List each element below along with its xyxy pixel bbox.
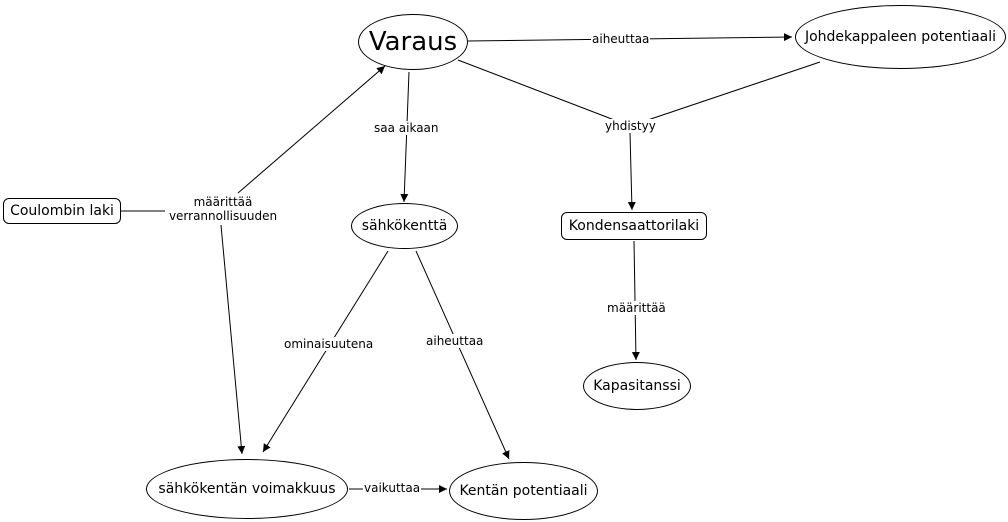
- node-sahkokentta-label: sähkökenttä: [361, 218, 448, 234]
- link-label-ominaisuutena: ominaisuutena: [283, 337, 375, 351]
- edge-varaus-sahkokentta: [400, 71, 410, 203]
- node-kentan-potentiaali-label: Kentän potentiaali: [459, 483, 588, 499]
- node-kondensaattorilaki-label: Kondensaattorilaki: [568, 218, 700, 234]
- node-varaus[interactable]: Varaus: [358, 14, 468, 70]
- link-label-aiheuttaa-mid: aiheuttaa: [425, 334, 485, 348]
- link-label-maarittaa-right: määrittää: [606, 301, 667, 315]
- node-kapasitanssi-label: Kapasitanssi: [593, 378, 681, 394]
- edge-yhdistyy-kondensaattorilaki: [627, 132, 636, 211]
- node-sahkokentta[interactable]: sähkökenttä: [351, 203, 458, 249]
- link-label-saa-aikaan: saa aikaan: [373, 121, 440, 135]
- node-kapasitanssi[interactable]: Kapasitanssi: [583, 362, 691, 410]
- edge-sahkokentta-voimakkuus: [262, 250, 389, 453]
- node-johdekappaleen-potentiaali[interactable]: Johdekappaleen potentiaali: [795, 5, 1006, 69]
- edge-kondensaattorilaki-kapasitanssi: [631, 240, 640, 361]
- edge-johdekappale-yhdistyy: [629, 61, 821, 127]
- link-label-maarittaa-line2: verrannollisuuden: [168, 209, 278, 223]
- link-label-maarittaa-1: määrittää verrannollisuuden: [166, 195, 280, 223]
- node-coulombin-laki-label: Coulombin laki: [10, 203, 114, 219]
- link-label-aiheuttaa-top: aiheuttaa: [591, 32, 651, 46]
- edge-varaus-yhdistyy: [457, 59, 631, 127]
- node-varaus-label: Varaus: [368, 27, 458, 57]
- link-label-yhdistyy: yhdistyy: [604, 119, 657, 133]
- link-label-maarittaa-line1: määrittää: [193, 195, 253, 209]
- link-label-vaikuttaa: vaikuttaa: [363, 481, 422, 495]
- node-kondensaattorilaki[interactable]: Kondensaattorilaki: [561, 212, 707, 240]
- node-johdekappaleen-potentiaali-label: Johdekappaleen potentiaali: [804, 29, 997, 45]
- edge-junction-voimakkuus: [220, 224, 246, 455]
- node-sahkokentan-voimakkuus[interactable]: sähkökentän voimakkuus: [146, 459, 348, 519]
- edge-junction-varaus: [237, 65, 386, 194]
- node-coulombin-laki[interactable]: Coulombin laki: [3, 198, 121, 224]
- edge-sahkokentta-kentanpotentiaali: [415, 250, 510, 460]
- node-kentan-potentiaali[interactable]: Kentän potentiaali: [449, 462, 598, 520]
- node-sahkokentan-voimakkuus-label: sähkökentän voimakkuus: [158, 481, 336, 497]
